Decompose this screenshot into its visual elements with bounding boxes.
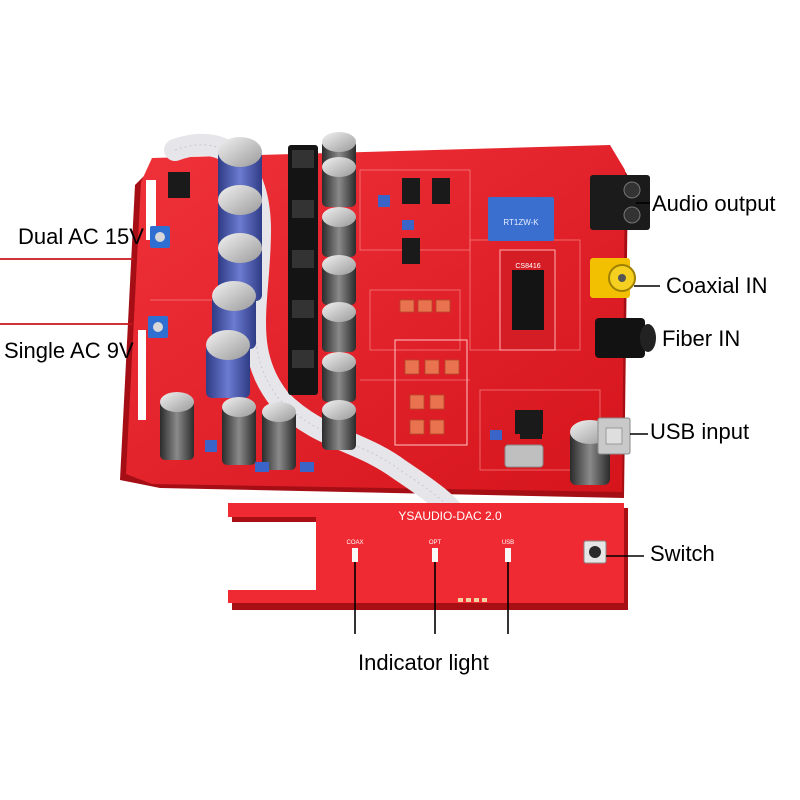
relay-text: RT1ZW-K — [503, 218, 539, 227]
film-capacitors — [399, 299, 460, 435]
led-label-2: OPT — [429, 540, 442, 546]
red-pointer-lines — [0, 258, 134, 325]
capacitor — [206, 330, 250, 398]
front-panel-board: YSAUDIO-DAC 2.0 COAX OPT USB — [228, 503, 628, 610]
label-dual-ac: Dual AC 15V — [18, 224, 144, 249]
relay: RT1ZW-K — [488, 197, 554, 241]
label-indicator-light: Indicator light — [358, 650, 489, 675]
coaxial-connector — [590, 258, 636, 298]
label-audio-output: Audio output — [652, 191, 776, 216]
rca-audio-output — [590, 175, 650, 230]
led-label-3: USB — [502, 540, 514, 546]
usb-connector — [597, 417, 631, 455]
label-coaxial-in: Coaxial IN — [666, 273, 768, 298]
tactile-switch — [583, 540, 607, 564]
left-silk-labels — [138, 180, 156, 420]
led-label-1: COAX — [346, 540, 363, 546]
label-fiber-in: Fiber IN — [662, 326, 741, 351]
cs8416-module: CS8416 — [499, 249, 556, 351]
label-usb-input: USB input — [650, 419, 750, 444]
chip-label: CS8416 — [515, 263, 540, 270]
screw-terminals — [148, 226, 170, 338]
grey-capacitors — [322, 132, 356, 450]
pointer-lines — [354, 202, 660, 634]
blue-capacitors — [206, 137, 262, 398]
filter-sub-board — [394, 339, 468, 446]
fiber-connector — [595, 318, 656, 358]
led-indicators: COAX OPT USB — [346, 540, 514, 562]
regulator-heatsinks — [288, 145, 318, 395]
header-pads — [458, 598, 487, 602]
bottom-capacitors — [160, 392, 296, 470]
label-single-ac: Single AC 9V — [4, 338, 134, 363]
label-switch: Switch — [650, 541, 715, 566]
board-model-text: YSAUDIO-DAC 2.0 — [398, 509, 502, 523]
